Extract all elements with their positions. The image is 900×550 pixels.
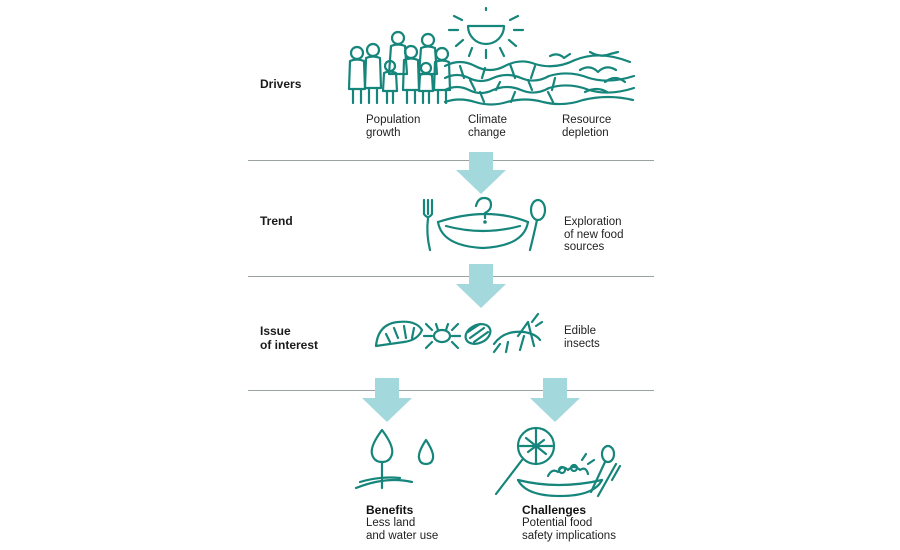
row-label-drivers: Drivers — [260, 77, 302, 91]
driver-caption-climate: Climate change — [468, 114, 507, 139]
driver-caption-resource: Resource depletion — [562, 114, 612, 139]
driver-caption-population: Population growth — [366, 114, 421, 139]
barren-land-icon — [443, 50, 636, 106]
divider-3 — [248, 390, 654, 391]
empty-plate-question-icon — [422, 196, 547, 252]
challenges-caption: Potential food safety implications — [522, 517, 616, 542]
down-arrow-challenges — [530, 378, 580, 422]
insects-icon — [374, 312, 544, 354]
down-arrow-1 — [456, 152, 506, 194]
down-arrow-2 — [456, 264, 506, 308]
issue-caption: Edible insects — [564, 325, 600, 350]
people-icon — [347, 30, 452, 105]
divider-1 — [248, 160, 654, 161]
row-label-issue: Issue of interest — [260, 324, 319, 352]
row-label-trend: Trend — [260, 214, 293, 228]
sprout-water-drop-icon — [354, 428, 435, 490]
benefits-caption: Less land and water use — [366, 517, 439, 542]
trend-caption: Exploration of new food sources — [564, 216, 624, 253]
sun-icon — [447, 6, 525, 60]
benefits-title: Benefits — [366, 503, 414, 517]
challenges-title: Challenges — [522, 503, 587, 517]
divider-2 — [248, 276, 654, 277]
magnifier-plate-icon — [494, 426, 622, 498]
down-arrow-benefits — [362, 378, 412, 422]
